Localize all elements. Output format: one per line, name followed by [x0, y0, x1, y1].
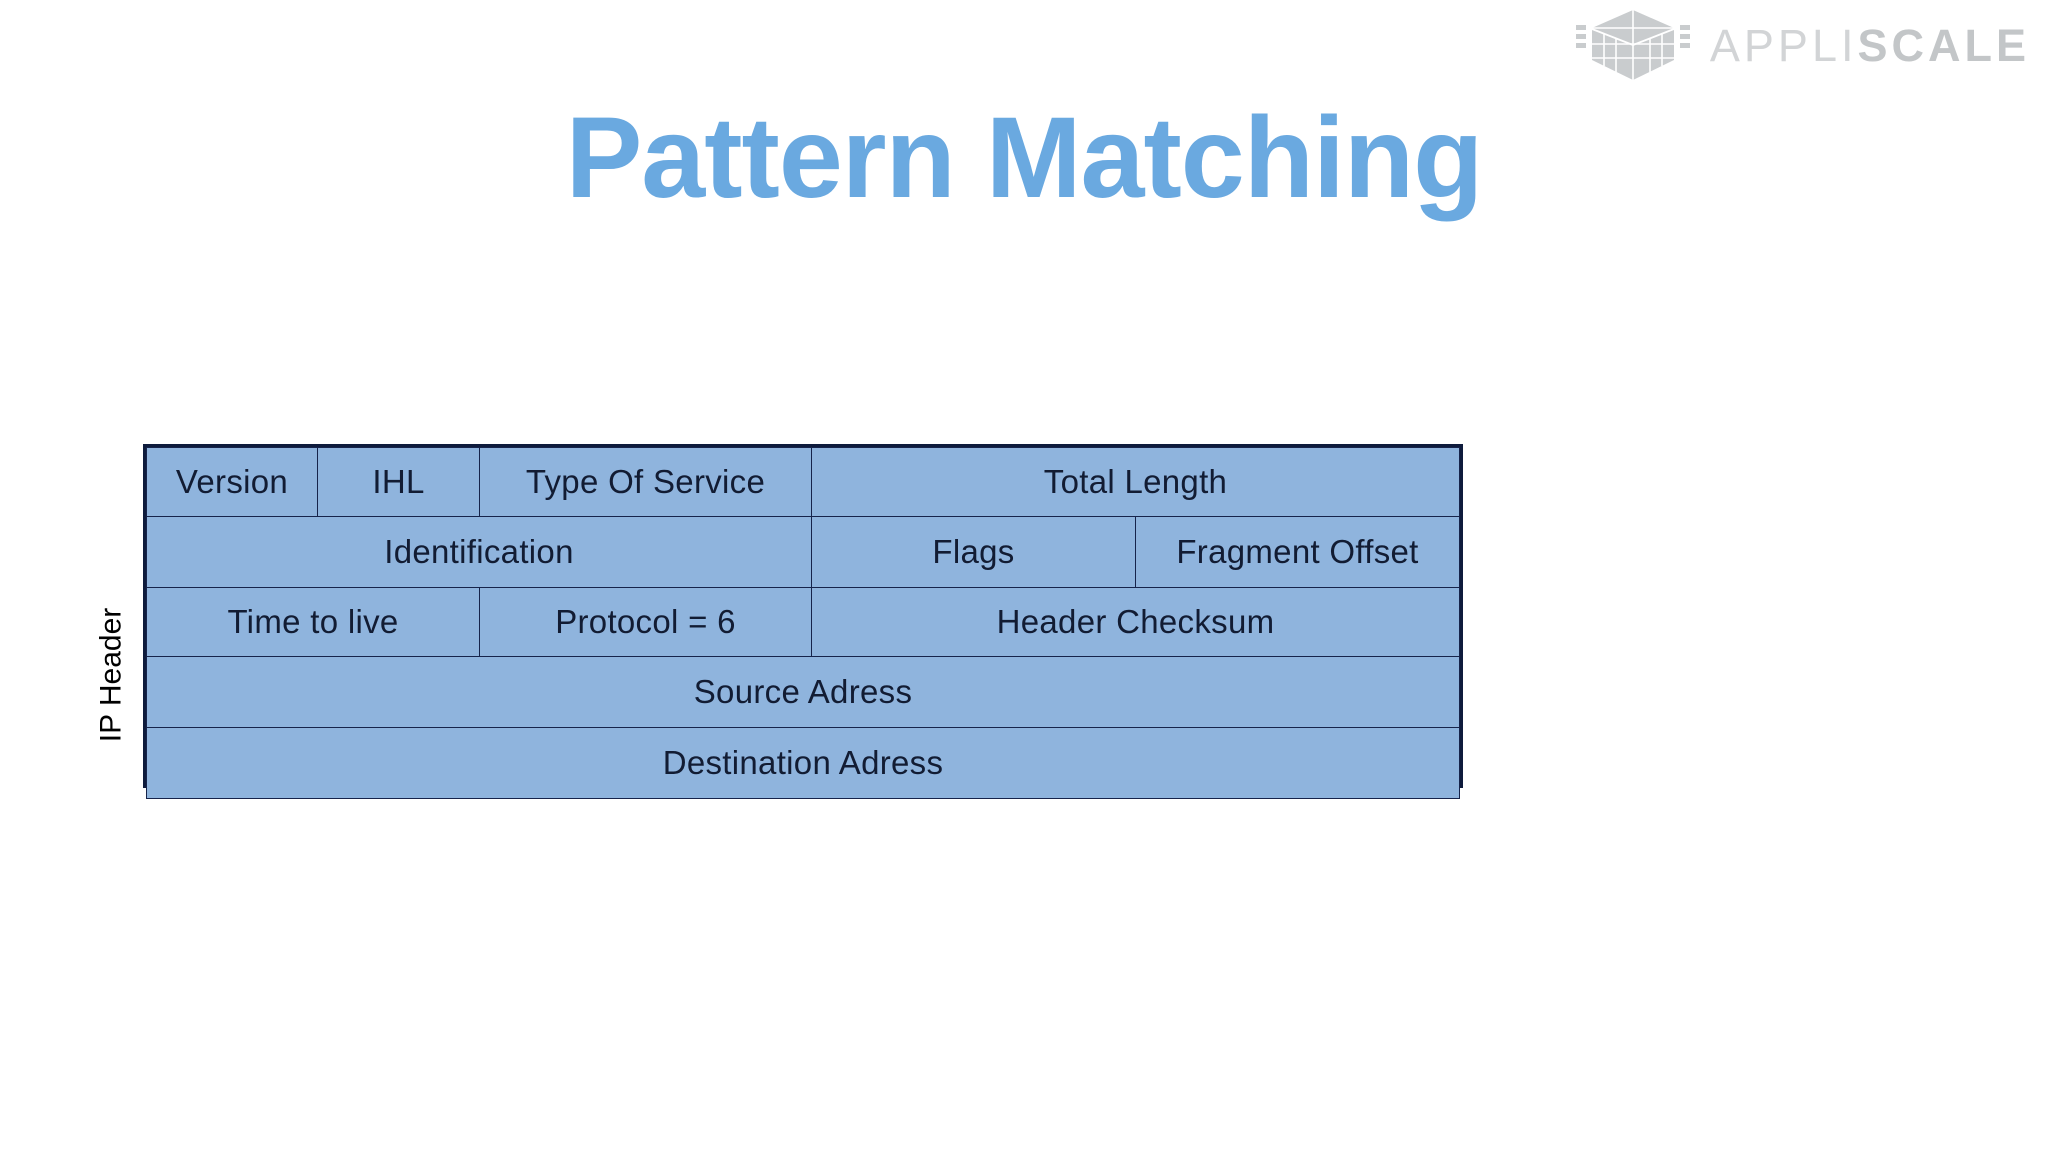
side-label-text: IP Header	[94, 607, 127, 743]
cell-time-to-live: Time to live	[146, 587, 480, 657]
appliscale-cube-logo-icon	[1575, 10, 1690, 80]
cell-protocol: Protocol = 6	[479, 587, 812, 657]
cell-total-length: Total Length	[811, 447, 1460, 517]
cell-fragment-offset: Fragment Offset	[1135, 516, 1460, 588]
brand-name-bold: SCALE	[1857, 19, 2030, 71]
table-row: Identification Flags Fragment Offset	[146, 516, 1460, 588]
page-title: Pattern Matching	[565, 94, 1484, 222]
brand-name-light: APPLI	[1709, 19, 1858, 71]
ip-header-table-wrapper: Version IHL Type Of Service Total Length…	[143, 444, 1463, 799]
table-row: Destination Adress	[146, 727, 1460, 799]
ip-header-table: Version IHL Type Of Service Total Length…	[146, 447, 1460, 799]
diagram-side-label: IP Header	[85, 440, 137, 910]
cell-version: Version	[146, 447, 318, 517]
brand-logo: APPLISCALE	[1574, 8, 2030, 82]
table-row: Time to live Protocol = 6 Header Checksu…	[146, 587, 1460, 657]
table-row: Source Adress	[146, 656, 1460, 728]
brand-wordmark: APPLISCALE	[1710, 23, 2030, 68]
cell-ihl: IHL	[317, 447, 480, 517]
cell-destination-adress: Destination Adress	[146, 727, 1460, 799]
cell-source-adress: Source Adress	[146, 656, 1460, 728]
ip-header-diagram: IP Header Version IHL Type Of Service To…	[85, 440, 1465, 910]
table-row: Version IHL Type Of Service Total Length	[146, 447, 1460, 517]
cell-type-of-service: Type Of Service	[479, 447, 812, 517]
cell-identification: Identification	[146, 516, 812, 588]
cell-flags: Flags	[811, 516, 1136, 588]
cell-header-checksum: Header Checksum	[811, 587, 1460, 657]
